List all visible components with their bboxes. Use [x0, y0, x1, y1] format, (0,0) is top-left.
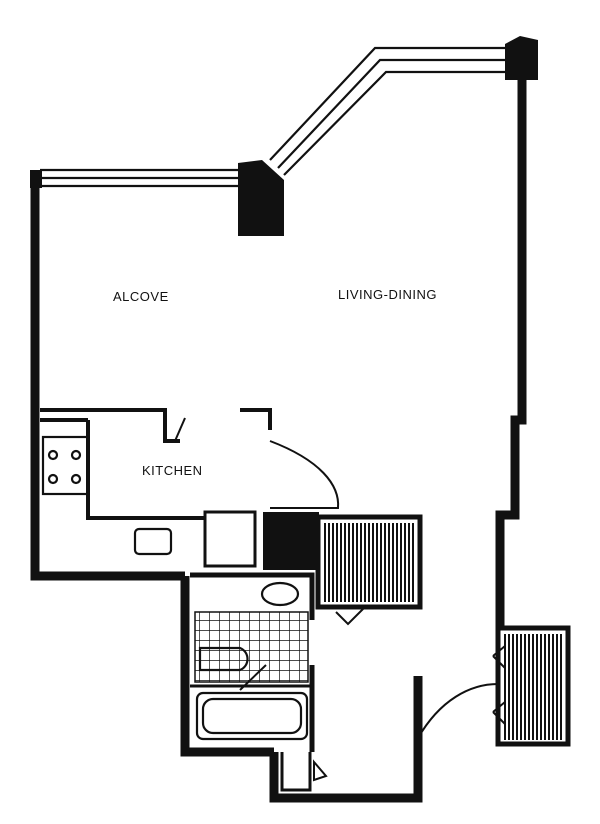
toilet: [198, 646, 249, 672]
door-small-closet: [313, 759, 328, 782]
wall-left: [30, 183, 185, 581]
room-label-living-dining: LIVING-DINING: [338, 287, 437, 302]
wall-stub-left: [30, 170, 42, 188]
column-center: [238, 160, 284, 236]
door-entry: [417, 683, 499, 739]
wall-right: [495, 62, 527, 628]
stair-lower: [504, 634, 562, 740]
room-label-kitchen: KITCHEN: [142, 463, 203, 478]
stove: [41, 435, 90, 496]
door-swings: [174, 417, 506, 782]
windows: [40, 46, 505, 188]
kitchen-sink: [133, 527, 173, 556]
exterior-walls: [30, 62, 527, 803]
door-closet-lower: [492, 645, 506, 669]
stair-upper: [323, 523, 415, 602]
window-alcove: [40, 168, 245, 188]
columns: [30, 36, 538, 570]
room-label-alcove: ALCOVE: [113, 289, 169, 304]
window-angled: [269, 46, 505, 176]
bath-sink: [260, 581, 300, 607]
column-kitchen: [263, 512, 319, 570]
door-bath: [239, 664, 267, 691]
door-closet-upper: [335, 605, 367, 626]
door-kitchen: [269, 440, 340, 509]
bathtub: [195, 691, 309, 741]
door-alcove-closet: [174, 417, 186, 442]
column-corner: [505, 36, 538, 80]
wall-entry-bottom: [269, 676, 423, 803]
door-closet-lower2: [492, 701, 506, 725]
interior-walls: [40, 408, 571, 792]
fixtures: [41, 435, 309, 741]
